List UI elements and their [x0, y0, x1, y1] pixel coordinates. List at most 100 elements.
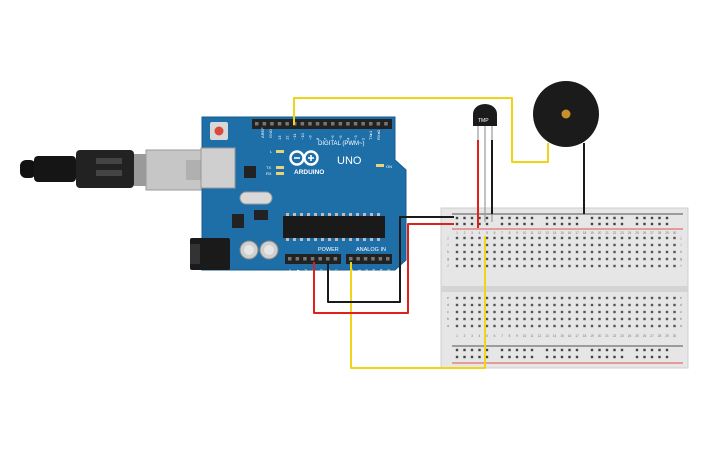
- bb-hole: [470, 303, 474, 307]
- bb-col-number: 20: [598, 231, 602, 235]
- bb-col-number: 9: [516, 334, 518, 338]
- bb-col-number: 16: [568, 231, 572, 235]
- bb-hole: [560, 317, 564, 321]
- bb-hole: [478, 324, 481, 328]
- bb-hole: [635, 243, 639, 247]
- bb-hole: [545, 243, 549, 247]
- bb-col-number: 17: [575, 334, 579, 338]
- bb-col-number: 1: [456, 334, 458, 338]
- bb-hole: [478, 257, 481, 261]
- rail-hole: [598, 216, 601, 220]
- bb-col-number: 13: [545, 231, 549, 235]
- bb-hole: [650, 264, 654, 268]
- bb-hole: [665, 303, 669, 307]
- header-hole: [361, 122, 365, 126]
- bb-hole: [500, 310, 504, 314]
- bb-hole: [650, 317, 654, 321]
- bb-hole: [665, 296, 669, 300]
- bb-hole: [598, 257, 601, 261]
- bb-row-letter: c: [680, 310, 682, 314]
- bb-hole: [538, 243, 541, 247]
- digital-pin-label: 12: [285, 135, 290, 140]
- bb-hole: [470, 296, 474, 300]
- bb-col-number: 9: [516, 231, 518, 235]
- bb-hole: [658, 310, 661, 314]
- bb-hole: [643, 250, 646, 254]
- ic-pin: [342, 238, 345, 241]
- bb-col-number: 4: [479, 334, 481, 338]
- bb-hole: [650, 303, 654, 307]
- bb-col-number: 27: [650, 334, 654, 338]
- bb-hole: [538, 317, 541, 321]
- bb-hole: [463, 257, 466, 261]
- bb-hole: [545, 317, 549, 321]
- bb-hole: [613, 324, 616, 328]
- bb-hole: [598, 264, 601, 268]
- bb-hole: [568, 296, 571, 300]
- rail-hole: [635, 216, 639, 220]
- header-hole: [333, 257, 338, 261]
- bb-hole: [455, 324, 459, 328]
- bb-hole: [500, 243, 504, 247]
- bb-hole: [635, 296, 639, 300]
- bb-hole: [568, 264, 571, 268]
- rail-hole: [650, 216, 654, 220]
- arduino-uno-board: DIGITAL (PWM~) POWER ANALOG IN AREF GND …: [190, 116, 407, 281]
- rail-hole: [455, 348, 459, 352]
- bb-hole: [628, 303, 631, 307]
- bb-hole: [470, 243, 474, 247]
- bb-hole: [568, 303, 571, 307]
- rail-hole: [635, 355, 639, 359]
- bb-hole: [538, 236, 541, 240]
- bb-hole: [538, 303, 541, 307]
- bb-hole: [650, 236, 654, 240]
- model-label: UNO: [337, 155, 362, 167]
- rail-hole: [508, 222, 511, 226]
- rail-hole: [530, 348, 534, 352]
- bb-hole: [658, 303, 661, 307]
- rail-hole: [485, 216, 489, 220]
- rail-hole: [575, 222, 579, 226]
- ic-pin: [370, 213, 373, 216]
- bb-hole: [560, 236, 564, 240]
- ic-pin: [342, 213, 345, 216]
- bb-col-number: 29: [665, 334, 669, 338]
- bb-hole: [500, 303, 504, 307]
- bb-hole: [605, 236, 609, 240]
- rail-hole: [658, 348, 661, 352]
- bb-hole: [538, 257, 541, 261]
- rail-hole: [665, 348, 669, 352]
- bb-col-number: 21: [605, 231, 609, 235]
- header-hole: [310, 257, 315, 261]
- bb-hole: [628, 317, 631, 321]
- bb-hole: [568, 324, 571, 328]
- bb-hole: [613, 317, 616, 321]
- bb-hole: [515, 257, 519, 261]
- rail-hole: [605, 348, 609, 352]
- bb-hole: [523, 303, 526, 307]
- bb-hole: [508, 303, 511, 307]
- bb-col-number: 15: [560, 334, 564, 338]
- bb-hole: [538, 324, 541, 328]
- bb-col-number: 19: [590, 231, 594, 235]
- bb-hole: [515, 250, 519, 254]
- bb-hole: [583, 257, 586, 261]
- bb-hole: [598, 310, 601, 314]
- header-hole: [386, 257, 390, 261]
- brand-label: ARDUINO: [294, 169, 324, 176]
- bb-hole: [613, 296, 616, 300]
- rail-hole: [568, 355, 571, 359]
- header-hole: [323, 122, 327, 126]
- bb-hole: [658, 250, 661, 254]
- bb-hole: [575, 303, 579, 307]
- bb-hole: [493, 257, 496, 261]
- led-l-label: L: [270, 149, 273, 154]
- bb-hole: [590, 257, 594, 261]
- ic-pin: [356, 213, 359, 216]
- bb-hole: [530, 324, 534, 328]
- bb-hole: [620, 236, 624, 240]
- bb-col-number: 8: [509, 231, 511, 235]
- analog-label: ANALOG IN: [356, 247, 386, 253]
- bb-hole: [598, 250, 601, 254]
- rail-hole: [590, 216, 594, 220]
